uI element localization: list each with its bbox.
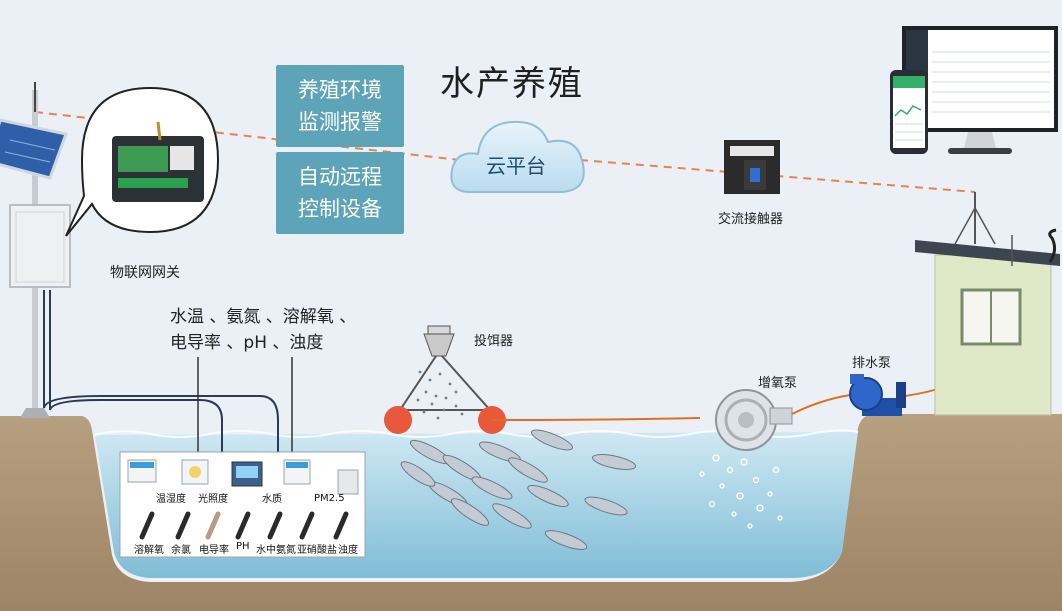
parameter-line-2: 电导率 、pH 、浊度 <box>170 333 324 353</box>
remote-control-line-2: 控制设备 <box>298 197 382 221</box>
cloud-icon <box>450 120 585 193</box>
remote-control-line-1: 自动远程 <box>298 165 382 189</box>
contactor-label: 交流接触器 <box>718 212 784 227</box>
air-bubbles <box>699 454 783 529</box>
drain-pump-icon <box>849 374 906 416</box>
monitor-alarm-line-2: 监测报警 <box>298 110 382 134</box>
oxygen-pump-label: 增氧泵 <box>758 376 798 391</box>
monitor-alarm-line-1: 养殖环境 <box>298 78 382 102</box>
oxygen-pump-icon <box>715 389 793 451</box>
sensor-label-pm25: PM2.5 <box>314 493 345 504</box>
probe-label-ammonia: 水中氨氮 <box>256 545 296 556</box>
feeder-label: 投饵器 <box>474 334 514 349</box>
probe-label-residual-chlorine: 余氯 <box>171 545 191 556</box>
probe-label-ph: PH <box>236 541 250 552</box>
sensor-panel <box>119 451 366 558</box>
gateway-label: 物联网网关 <box>110 265 180 281</box>
probe-label-dissolved-oxygen: 溶解氧 <box>134 545 164 556</box>
monitor-alarm-box: 养殖环境 监测报警 <box>276 65 404 147</box>
fish-school <box>400 429 637 550</box>
ac-contactor-icon <box>724 140 780 194</box>
sensor-label-water-quality: 水质 <box>262 494 282 505</box>
sensor-label-temp-humidity: 温湿度 <box>156 494 186 505</box>
ground <box>0 414 1062 611</box>
parameter-line-1: 水温 、氨氮 、溶解氧 、 <box>170 307 357 327</box>
sensor-label-illuminance: 光照度 <box>198 494 228 505</box>
control-house <box>915 192 1060 416</box>
cloud-platform-label: 云平台 <box>486 154 546 178</box>
gateway-bubble <box>65 86 220 237</box>
page-title: 水产养殖 <box>440 64 584 104</box>
smartphone-icon <box>890 70 928 154</box>
parameter-list: 水温 、氨氮 、溶解氧 、 电导率 、pH 、浊度 <box>170 304 356 356</box>
solar-panel-icon <box>0 82 71 418</box>
drain-pump-label: 排水泵 <box>852 356 892 371</box>
remote-control-box: 自动远程 控制设备 <box>276 152 404 234</box>
sensor-cables <box>43 290 293 460</box>
probe-label-nitrite: 亚硝酸盐 <box>297 545 337 556</box>
probe-label-conductivity: 电导率 <box>199 545 229 556</box>
probe-label-turbidity: 浊度 <box>338 545 358 556</box>
fish-feeder-icon <box>384 325 506 434</box>
